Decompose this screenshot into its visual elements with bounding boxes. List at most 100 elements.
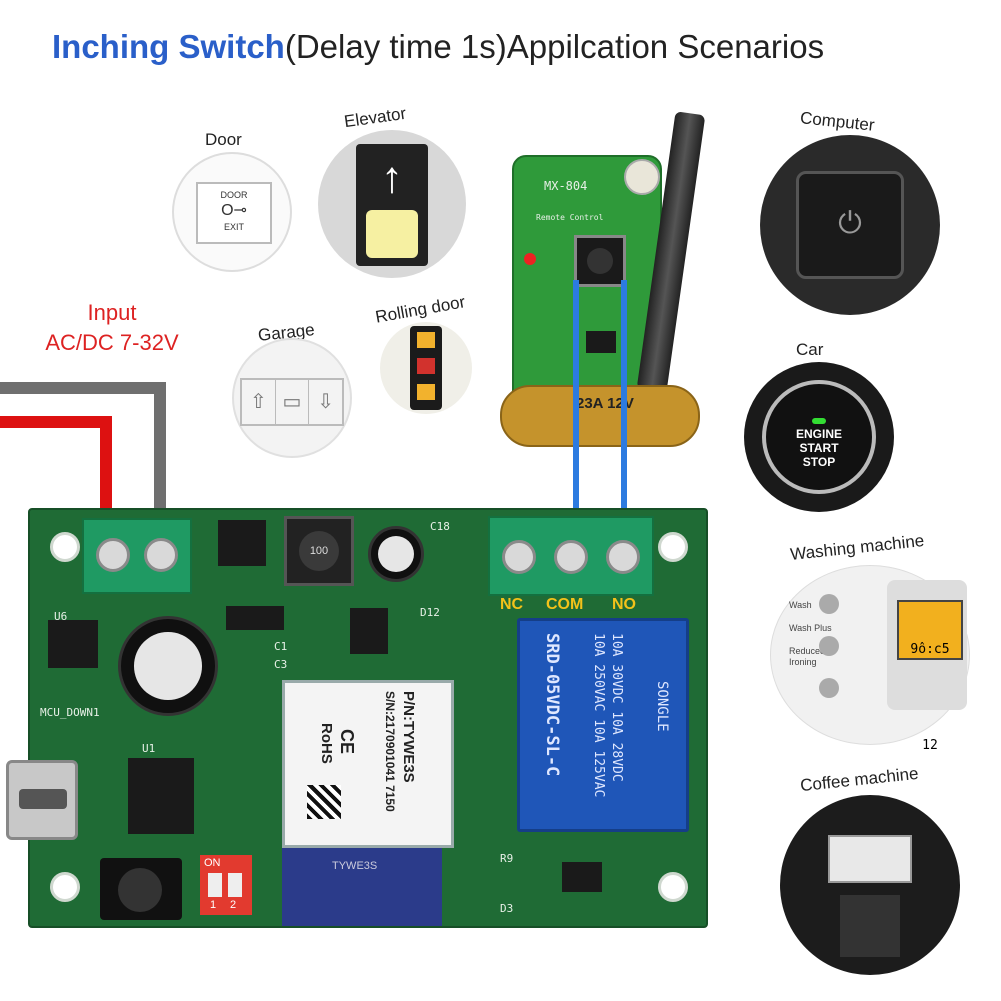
- wash-label: Wash: [789, 600, 812, 610]
- washer-button-3: [819, 678, 839, 698]
- silk-r9: R9: [500, 852, 514, 865]
- diode: [226, 606, 284, 630]
- washer-display: 9ô:c5 12: [897, 600, 963, 753]
- power-screw-1: [96, 538, 130, 572]
- qr-code-icon: [307, 785, 341, 819]
- rolling-door-remote: [410, 326, 442, 410]
- module-antenna: TYWE3S: [282, 848, 442, 926]
- washer-button-1: [819, 594, 839, 614]
- garage-switch-panel: ⇧ ▭ ⇩: [240, 378, 344, 426]
- car-line2: START: [799, 441, 839, 455]
- silk-c18: C18: [430, 520, 450, 533]
- door-panel-bottom: EXIT: [223, 222, 244, 232]
- rolling-stop-button: [417, 358, 435, 374]
- elevator-panel: ↑: [356, 144, 428, 266]
- silk-d3: D3: [500, 902, 514, 915]
- coffee-control-panel: [828, 835, 912, 883]
- usb-opening: [19, 789, 67, 809]
- dip-switch: ON 1 2: [200, 855, 252, 915]
- nc-screw: [502, 540, 536, 574]
- dip-toggle-2: [228, 873, 242, 897]
- garage-bubble: ⇧ ▭ ⇩: [232, 338, 352, 458]
- power-icon: ⏻: [796, 171, 904, 279]
- u6-chip: [48, 620, 98, 668]
- elevator-bubble: ↑: [318, 130, 466, 278]
- door-label: Door: [205, 130, 242, 149]
- washer-button-2: [819, 636, 839, 656]
- elevator-call-button: [366, 210, 418, 258]
- remote-red-led: [524, 253, 536, 265]
- computer-bubble: ⏻: [760, 135, 940, 315]
- module-pn: P/N:TYWE3S: [400, 691, 417, 783]
- title-highlight: Inching Switch: [52, 28, 285, 65]
- module-ce: CE: [337, 729, 357, 755]
- dip-2-label: 2: [230, 899, 237, 911]
- relay-rating-2: 10A 30VDC 10A 28VDC: [609, 633, 624, 782]
- relay-rating-1: 10A 250VAC 10A 125VAC: [591, 633, 606, 798]
- rolling-up-button: [417, 332, 435, 348]
- antenna-label: TYWE3S: [332, 860, 378, 872]
- mount-hole-bl: [50, 872, 80, 902]
- rolling-down-button: [417, 384, 435, 400]
- arrow-up-outline-icon: ⇧: [242, 380, 276, 424]
- transistor: [562, 862, 602, 892]
- relay-model: SRD-05VDC-SL-C: [542, 633, 562, 777]
- input-label-line2: AC/DC 7-32V: [45, 330, 179, 355]
- board-push-button: [100, 858, 182, 920]
- arrow-down-outline-icon: ⇩: [317, 391, 335, 413]
- washing-machine-label: Washing machine: [789, 531, 926, 564]
- relay: SRD-05VDC-SL-C 10A 250VAC 10A 125VAC 10A…: [517, 618, 689, 832]
- module-rohs: RoHS: [318, 723, 335, 764]
- computer-label: Computer: [799, 108, 876, 135]
- washer-labels: Wash Wash Plus Reduced Ironing: [789, 600, 832, 668]
- dip-1-label: 1: [210, 899, 217, 911]
- ic-chip-top: [218, 520, 266, 566]
- key-icon: O⊸: [221, 202, 247, 219]
- reduced-ironing-label: Reduced Ironing: [789, 646, 826, 667]
- input-wires: [0, 382, 166, 540]
- stop-icon: ▭: [276, 380, 310, 424]
- inductor: 100: [284, 516, 354, 586]
- silk-c1: C1: [274, 640, 288, 653]
- door-bubble: DOOR O⊸ EXIT: [172, 152, 292, 272]
- inductor-label: 100: [299, 531, 339, 571]
- elevator-label: Elevator: [342, 103, 408, 132]
- arrow-up-icon: ↑: [381, 153, 403, 202]
- car-label: Car: [796, 340, 824, 359]
- battery-label: 23A 12V: [576, 395, 634, 412]
- page-title: Inching Switch(Delay time 1s)Appilcation…: [52, 28, 824, 66]
- capacitor-large: [118, 616, 218, 716]
- title-rest: (Delay time 1s)Appilcation Scenarios: [284, 28, 825, 65]
- red-wire: [0, 416, 112, 540]
- silk-u6: U6: [54, 610, 68, 623]
- rolling-door-bubble: [380, 322, 472, 414]
- mount-hole-tl: [50, 532, 80, 562]
- door-panel-top: DOOR: [220, 190, 248, 200]
- dip-on-label: ON: [204, 857, 221, 869]
- silk-u1: U1: [142, 742, 156, 755]
- gray-wire: [0, 382, 166, 540]
- com-label: COM: [546, 596, 584, 613]
- relay-brand: SONGLE: [654, 681, 670, 732]
- wash-plus-label: Wash Plus: [789, 623, 832, 633]
- silk-c3: C3: [274, 658, 288, 671]
- wifi-module: P/N:TYWE3S S/N:2170901041 7150 CE RoHS: [282, 680, 454, 848]
- remote-control-board: MX-804 Remote Control: [512, 155, 662, 405]
- washer-display-frame: 9ô:c5 12: [887, 580, 967, 753]
- input-label: Input AC/DC 7-32V: [22, 298, 202, 358]
- power-terminal-block: [82, 518, 192, 594]
- coffee-spout-area: [840, 895, 900, 957]
- washing-machine-bubble: Wash Wash Plus Reduced Ironing 9ô:c5 12: [770, 565, 970, 753]
- input-label-line1: Input: [87, 300, 137, 325]
- no-label: NO: [612, 596, 636, 613]
- remote-push-button: [574, 235, 626, 287]
- capacitor-small: [368, 526, 424, 582]
- car-line3: STOP: [802, 455, 836, 469]
- coffee-machine-bubble: [780, 795, 960, 975]
- green-led-icon: [812, 418, 826, 424]
- car-bubble: ENGINE START STOP: [744, 362, 894, 512]
- door-exit-panel: DOOR O⊸ EXIT: [196, 182, 272, 244]
- no-screw: [606, 540, 640, 574]
- coffee-machine-label: Coffee machine: [799, 763, 920, 796]
- remote-led-cap: [624, 159, 660, 195]
